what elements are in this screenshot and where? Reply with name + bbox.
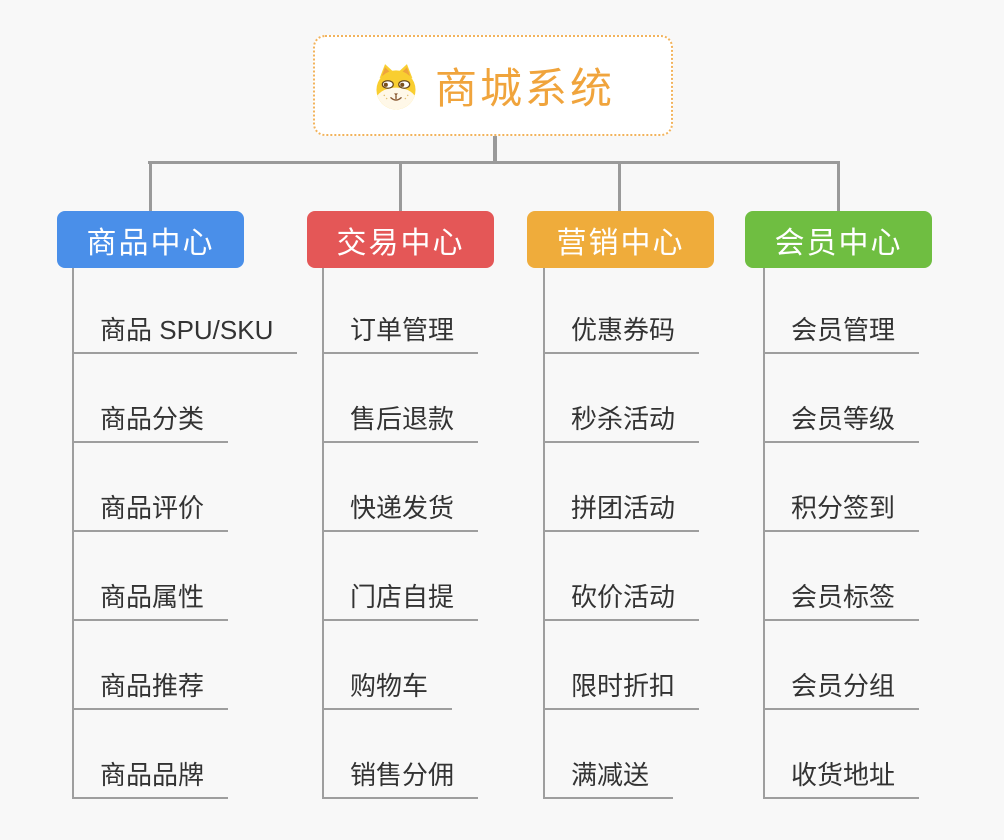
root-title: 商城系统 [434, 65, 615, 112]
leaf-node-points-checkin[interactable]: 积分签到 [763, 443, 920, 532]
leaf-node-coupon-codes[interactable]: 优惠券码 [543, 265, 700, 354]
connector-trunk-marketing [543, 268, 545, 799]
leaf-node-product-brand[interactable]: 商品品牌 [72, 710, 229, 799]
leaf-node-limited-time-discount[interactable]: 限时折扣 [543, 621, 700, 710]
leaf-node-product-review[interactable]: 商品评价 [72, 443, 229, 532]
connector-trunk-products [72, 268, 74, 799]
connector-bus [148, 161, 840, 164]
branch-node-product-center[interactable]: 商品中心 [57, 211, 244, 268]
connector-stub-trade [399, 163, 402, 211]
connector-trunk-members [763, 268, 765, 799]
leaf-column-marketing-center: 优惠券码 秒杀活动 拼团活动 砍价活动 限时折扣 满减送 [543, 265, 700, 799]
leaf-node-bargain-activity[interactable]: 砍价活动 [543, 532, 700, 621]
branch-node-marketing-center[interactable]: 营销中心 [527, 211, 714, 268]
leaf-node-flash-sale[interactable]: 秒杀活动 [543, 354, 700, 443]
leaf-node-member-tags[interactable]: 会员标签 [763, 532, 920, 621]
leaf-node-group-buy[interactable]: 拼团活动 [543, 443, 700, 532]
leaf-column-trade-center: 订单管理 售后退款 快递发货 门店自提 购物车 销售分佣 [322, 265, 479, 799]
connector-stub-members [837, 163, 840, 211]
branch-node-member-center[interactable]: 会员中心 [745, 211, 932, 268]
connector-root-stub [493, 136, 497, 162]
leaf-node-product-category[interactable]: 商品分类 [72, 354, 229, 443]
branch-node-trade-center[interactable]: 交易中心 [307, 211, 494, 268]
leaf-node-member-groups[interactable]: 会员分组 [763, 621, 920, 710]
connector-trunk-trade [322, 268, 324, 799]
leaf-node-sales-commission[interactable]: 销售分佣 [322, 710, 479, 799]
leaf-node-shipping-address[interactable]: 收货地址 [763, 710, 920, 799]
leaf-node-product-attributes[interactable]: 商品属性 [72, 532, 229, 621]
connector-stub-marketing [618, 163, 621, 211]
leaf-node-express-shipping[interactable]: 快递发货 [322, 443, 479, 532]
connector-stub-products [149, 163, 152, 211]
leaf-column-member-center: 会员管理 会员等级 积分签到 会员标签 会员分组 收货地址 [763, 265, 920, 799]
root-node-mall-system[interactable]: 商城系统 [313, 35, 673, 136]
leaf-node-product-recommend[interactable]: 商品推荐 [72, 621, 229, 710]
leaf-node-after-sale-refund[interactable]: 售后退款 [322, 354, 479, 443]
leaf-node-shopping-cart[interactable]: 购物车 [322, 621, 453, 710]
leaf-node-store-pickup[interactable]: 门店自提 [322, 532, 479, 621]
leaf-node-member-management[interactable]: 会员管理 [763, 265, 920, 354]
leaf-node-product-spu-sku[interactable]: 商品 SPU/SKU [72, 265, 298, 354]
leaf-node-member-level[interactable]: 会员等级 [763, 354, 920, 443]
leaf-node-order-management[interactable]: 订单管理 [322, 265, 479, 354]
leaf-node-full-reduction[interactable]: 满减送 [543, 710, 674, 799]
dog-face-icon [371, 60, 421, 112]
leaf-column-product-center: 商品 SPU/SKU 商品分类 商品评价 商品属性 商品推荐 商品品牌 [72, 265, 298, 799]
